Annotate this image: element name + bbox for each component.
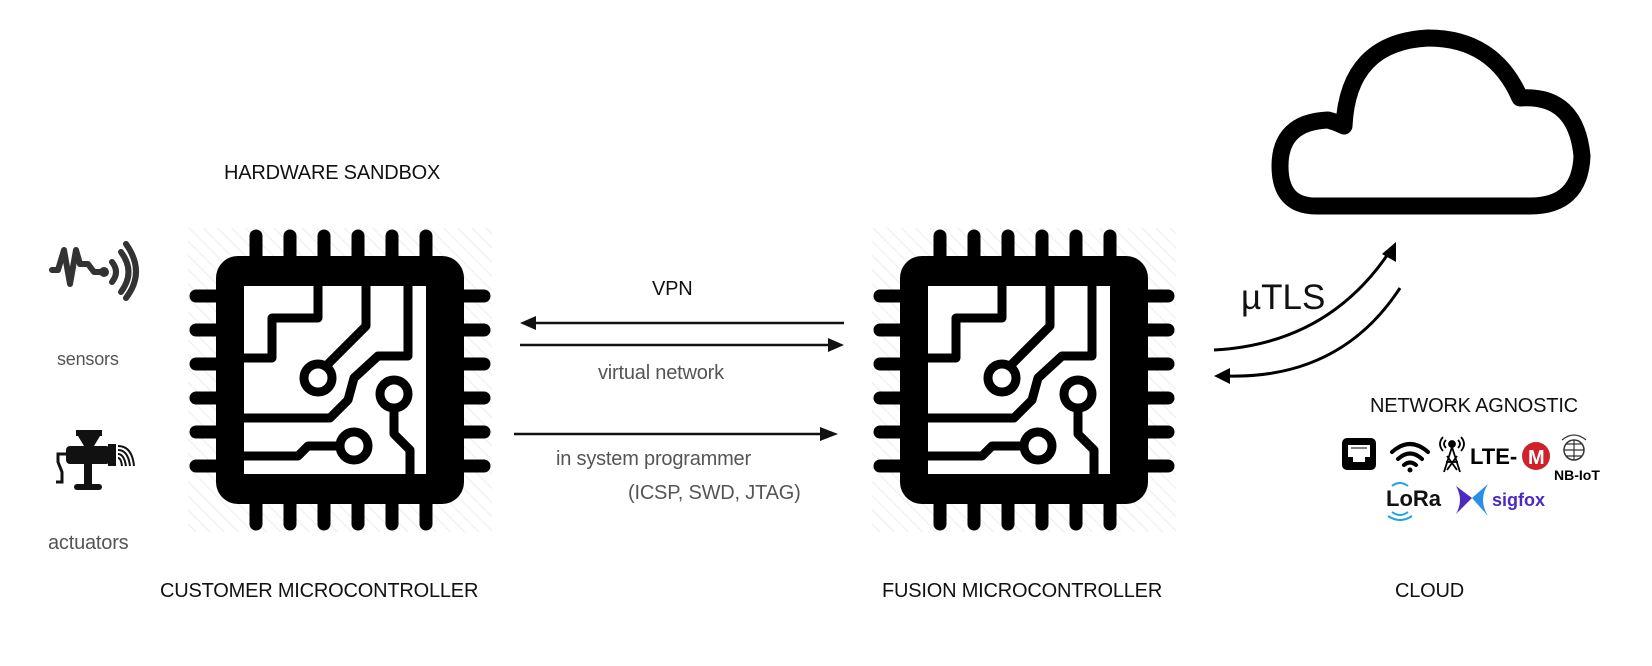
actuators-label: actuators [48,532,129,554]
sensor-wave-icon [49,241,139,301]
customer-microcontroller-caption: CUSTOMER MICROCONTROLLER [160,580,479,602]
vpn-label: VPN [652,278,693,300]
sensors-label: sensors [57,349,119,369]
meat-grinder-actuator-icon [56,430,135,490]
lte-text: LTE- [1470,444,1517,469]
nb-iot-text: NB-IoT [1554,467,1600,483]
ethernet-port-icon [1342,438,1376,470]
arrow-right-head-icon [828,338,844,352]
chip-via [1019,427,1057,465]
chip-via [299,359,337,397]
hardware-sandbox-title: HARDWARE SANDBOX [224,162,441,184]
chip-trace [323,281,371,369]
chip-via [983,359,1021,397]
arrow-left-head-icon [520,316,536,330]
chip-trace [239,281,413,423]
isp-label-line2: (ICSP, SWD, JTAG) [628,482,801,504]
arrow-right-head-icon [820,427,838,441]
fusion-microcontroller-icon [872,228,1176,532]
utls-label: µTLS [1241,278,1326,317]
cloud-icon [1271,29,1591,215]
vpn-arrows [520,316,844,352]
lora-text: LoRa [1386,486,1442,511]
sigfox-text: sigfox [1492,490,1545,510]
customer-microcontroller-icon [188,228,492,532]
arrow-head-icon [1382,242,1396,262]
network-logos: LTE- M NB-IoT LoRa sigfox [1342,434,1600,521]
network-agnostic-title: NETWORK AGNOSTIC [1370,395,1578,417]
virtual-network-label: virtual network [598,362,724,384]
chip-trace [923,281,1007,363]
isp-arrow [514,427,838,441]
chip-trace [923,441,1027,461]
chip-via [335,427,373,465]
lte-m-logo: LTE- M [1470,442,1550,470]
chip-trace [1073,403,1099,479]
fusion-microcontroller-caption: FUSION MICROCONTROLLER [882,580,1163,602]
arrow-down-from-cloud [1223,287,1402,378]
arrow-up-to-cloud [1213,247,1394,352]
isp-label-line1: in system programmer [556,448,751,470]
wifi-icon [1390,442,1430,473]
chip-trace [923,281,1097,423]
lte-m-badge: M [1528,447,1545,469]
nb-iot-logo: NB-IoT [1554,434,1600,483]
chip-trace [1007,281,1055,369]
lora-logo: LoRa [1386,482,1442,521]
sigfox-logo: sigfox [1456,484,1545,516]
cloud-caption: CLOUD [1395,580,1465,602]
arrow-head-icon [1214,368,1230,384]
cell-tower-icon [1439,436,1465,473]
chip-trace [239,441,343,461]
utls-arrows [1213,242,1402,384]
chip-trace [239,281,323,363]
chip-trace [389,403,415,479]
